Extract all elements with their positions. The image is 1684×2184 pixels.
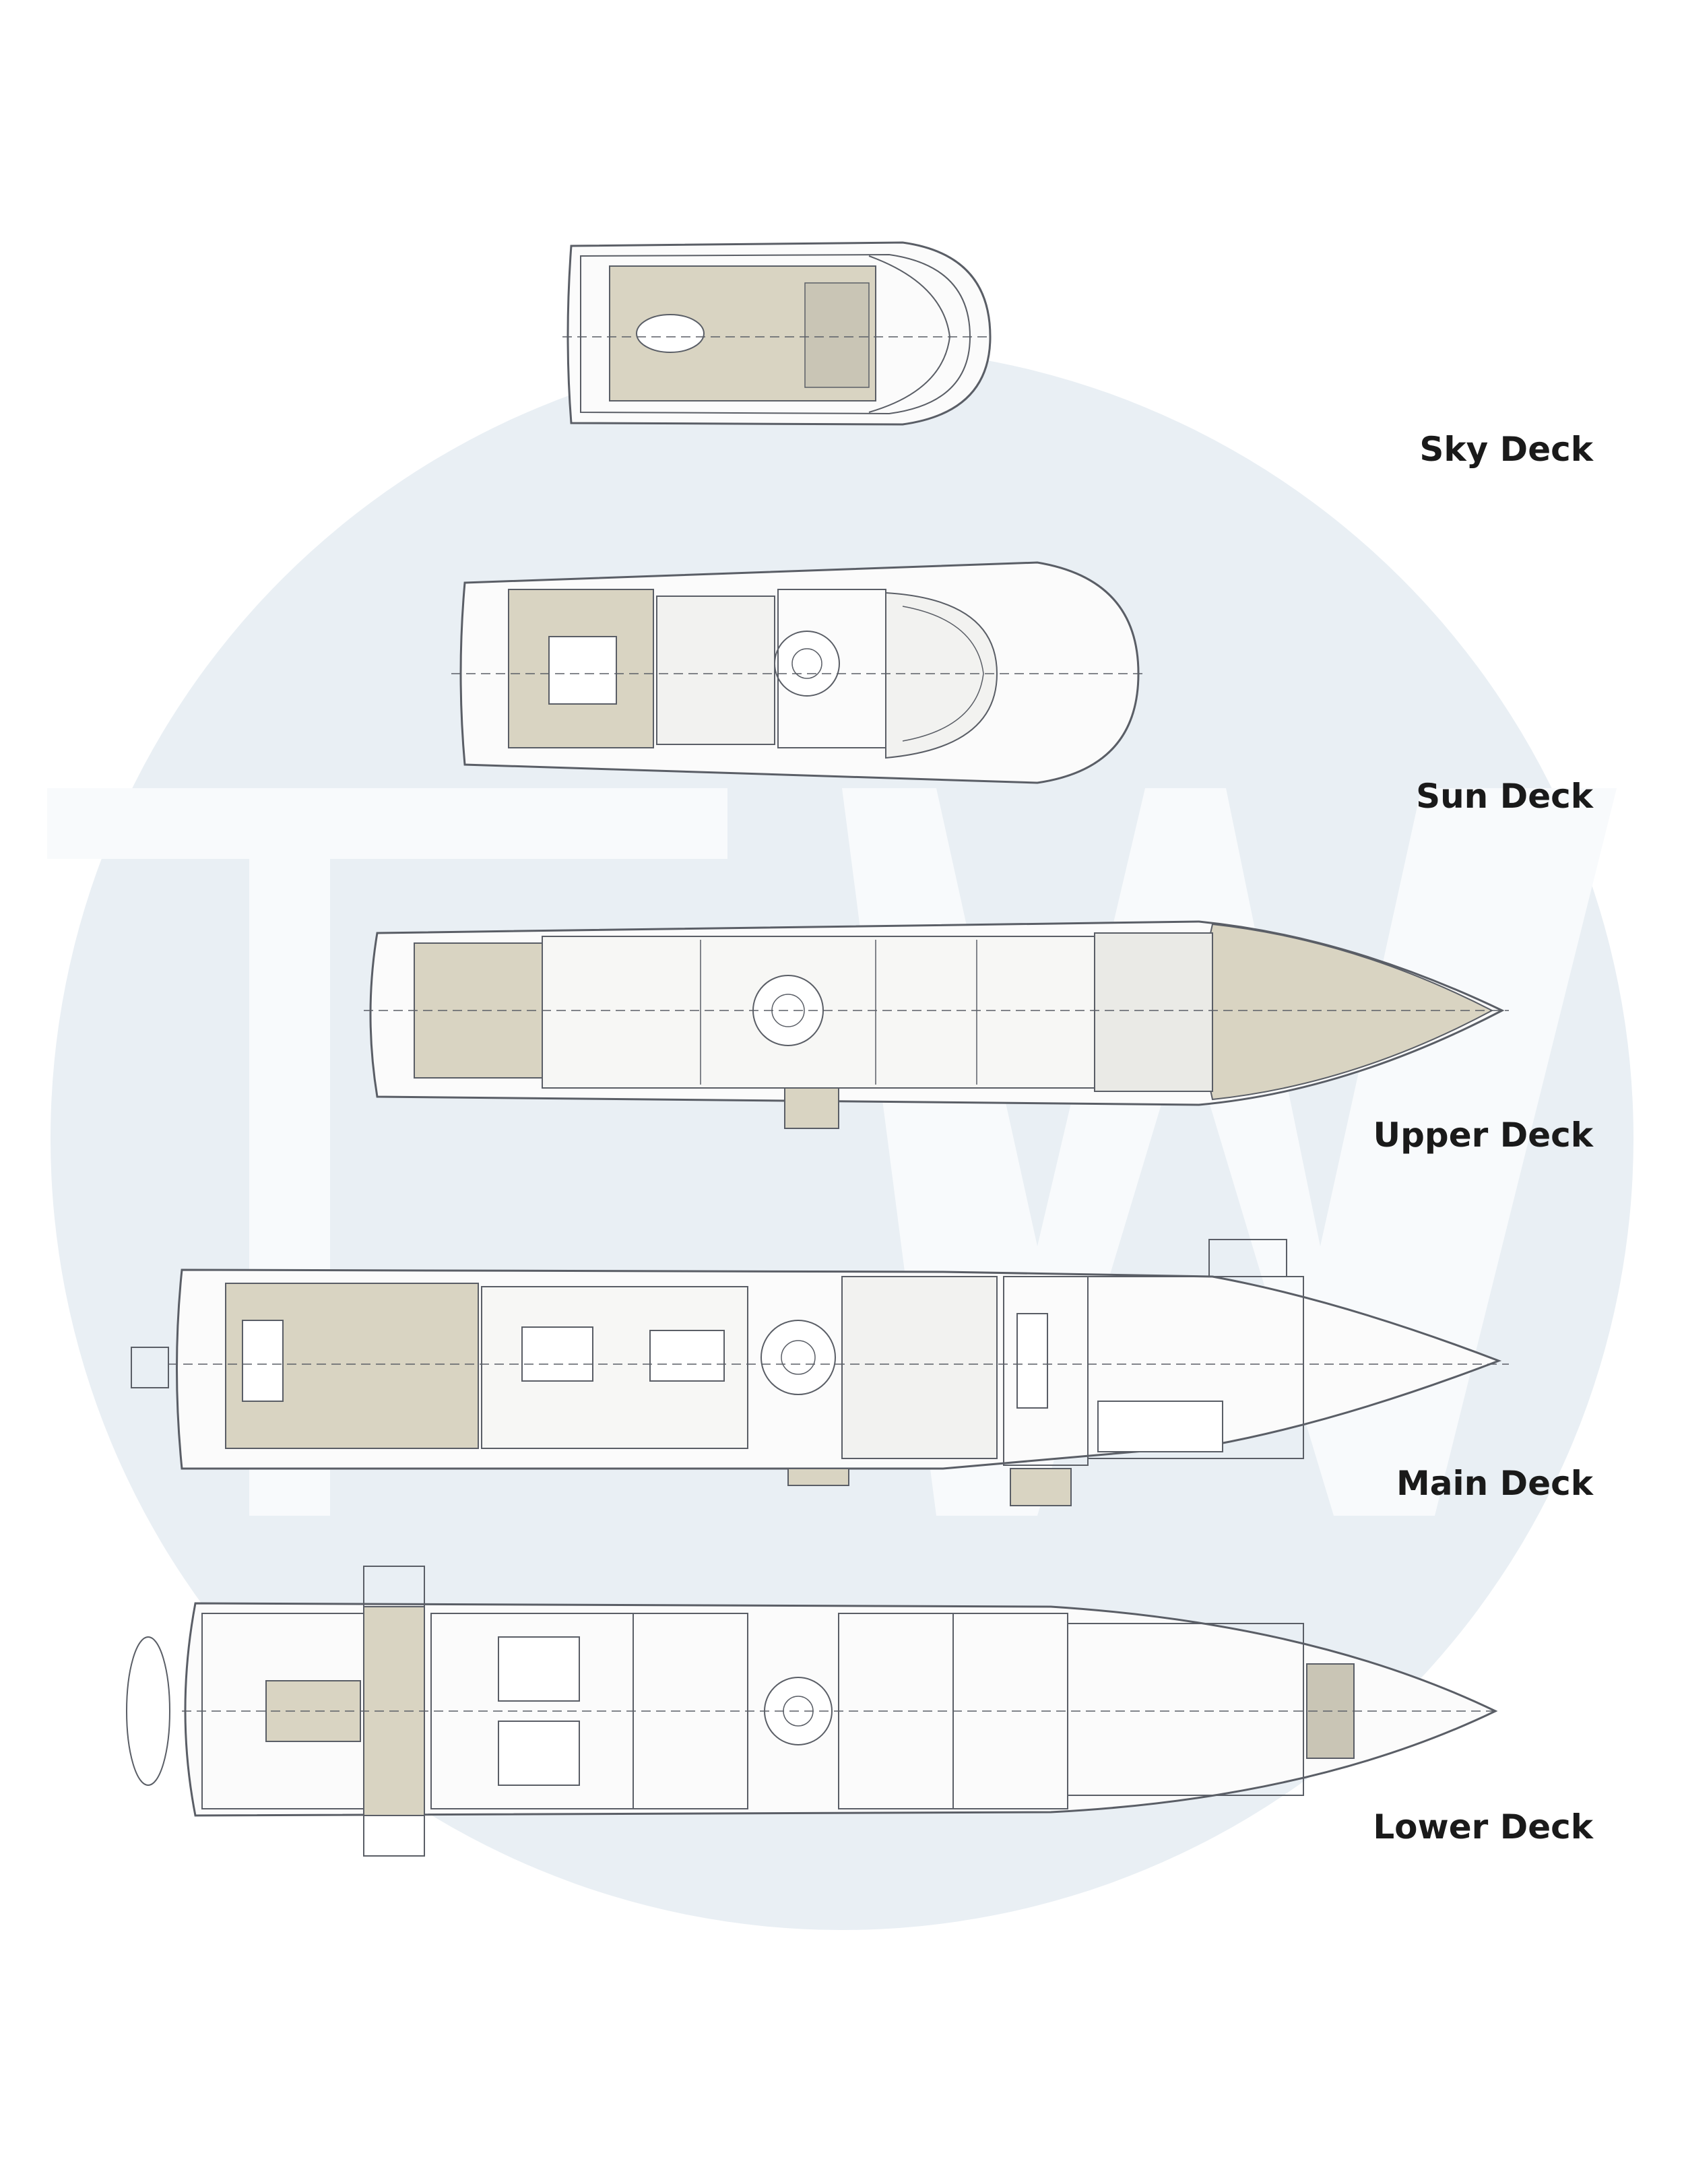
deck-label-sky: Sky Deck: [1419, 430, 1593, 469]
sky-deck-plan: [562, 241, 992, 426]
upper-deck-plan: [364, 920, 1509, 1129]
lower-deck-plan: [126, 1566, 1499, 1857]
deck-label-lower: Lower Deck: [1373, 1807, 1593, 1846]
main-deck-plan: [131, 1239, 1509, 1506]
deck-label-main: Main Deck: [1396, 1464, 1593, 1503]
watermark-circle: [51, 347, 1633, 1930]
sun-deck-plan: [451, 561, 1145, 784]
deck-label-upper: Upper Deck: [1373, 1116, 1593, 1155]
deck-label-sun: Sun Deck: [1416, 777, 1593, 816]
